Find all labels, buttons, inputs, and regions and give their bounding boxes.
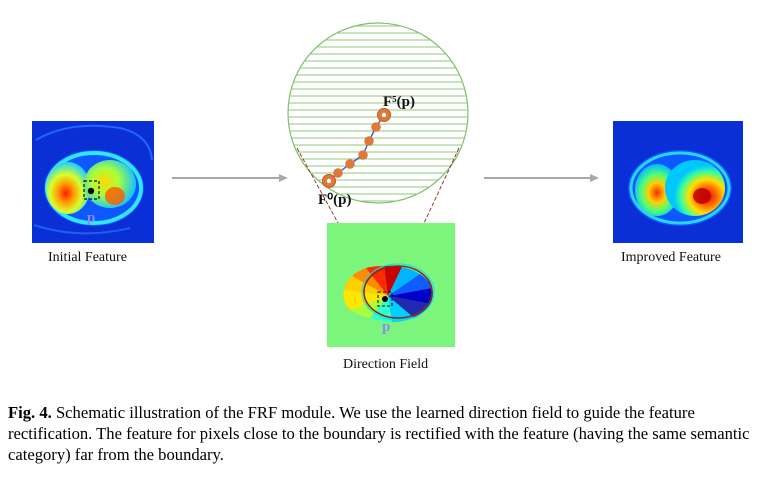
direction-wheel <box>343 265 433 322</box>
f0-label: F⁰(p) <box>318 192 352 208</box>
step-node-center <box>381 112 387 118</box>
pixel-p-label: p <box>87 210 95 226</box>
arrow-zoom-to-improved <box>484 174 599 182</box>
direction-p-label: p <box>382 319 390 335</box>
rectification-path <box>322 108 391 188</box>
figure-caption: Fig. 4. Schematic illustration of the FR… <box>8 402 766 465</box>
pixel-box <box>83 180 100 200</box>
step-node <box>333 168 343 178</box>
caption-text: Schematic illustration of the FRF module… <box>8 403 750 464</box>
step-node-center <box>326 178 332 184</box>
step-node <box>371 122 381 132</box>
step-node <box>364 136 374 146</box>
direction-field-label: Direction Field <box>343 357 429 372</box>
direction-pixel-box <box>377 291 393 307</box>
improved-feature-label: Improved Feature <box>621 250 721 265</box>
boundary-ring <box>363 265 433 319</box>
direction-pixel-dot <box>382 296 388 302</box>
pixel-p-dot <box>87 187 95 195</box>
initial-feature-map: p <box>32 121 154 243</box>
zoom-circle: F⁵(p) F⁰(p) <box>287 22 469 208</box>
direction-field-map: p <box>327 223 455 347</box>
arrow-initial-to-zoom <box>172 174 288 182</box>
caption-prefix: Fig. 4. <box>8 403 52 422</box>
step-node <box>358 150 368 160</box>
frf-diagram: p <box>32 22 743 347</box>
step-node <box>345 159 355 169</box>
initial-feature-label: Initial Feature <box>48 250 127 265</box>
improved-feature-map <box>613 121 743 243</box>
f5-label: F⁵(p) <box>383 94 415 110</box>
